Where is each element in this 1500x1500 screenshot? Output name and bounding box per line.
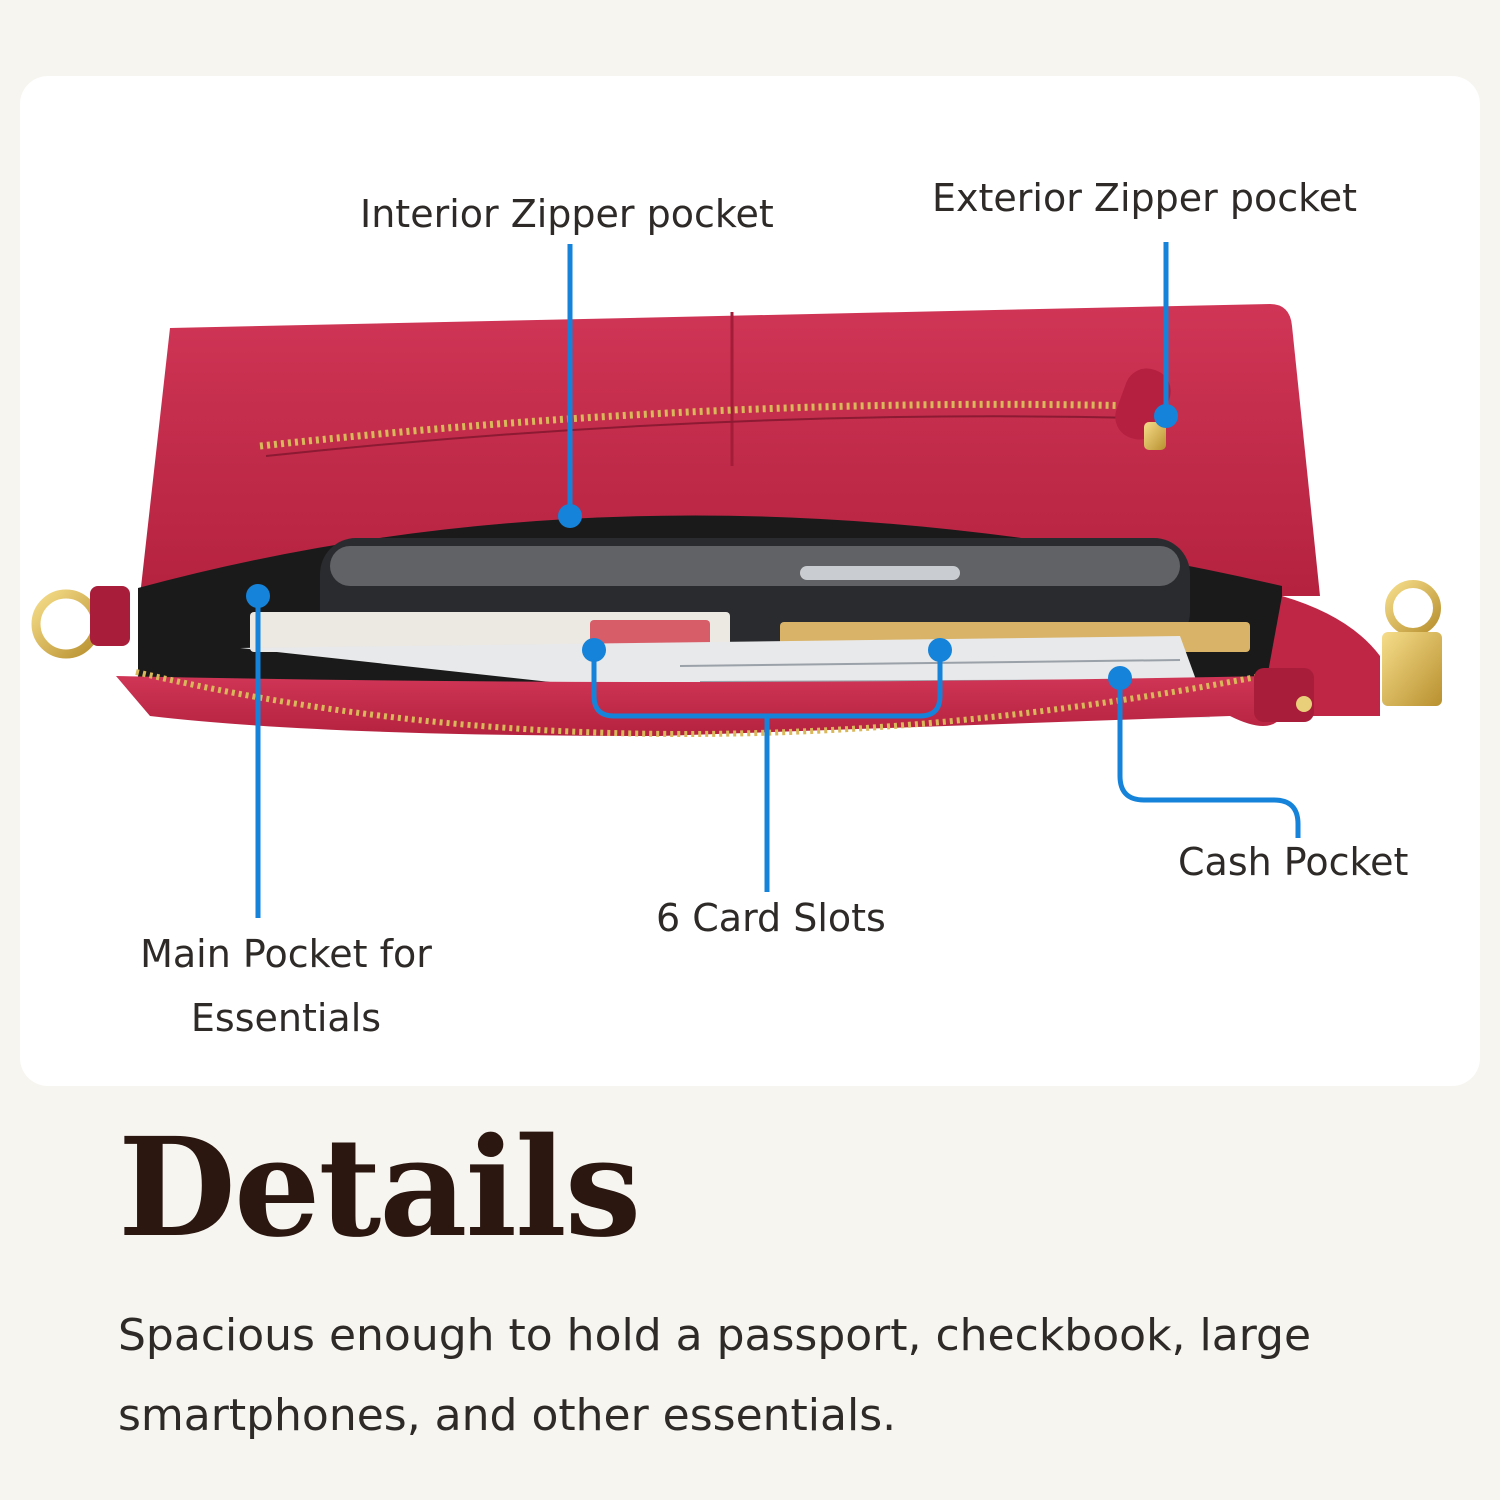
- wristlet-illustration: [31, 242, 1442, 918]
- bag-back-panel: [140, 304, 1320, 596]
- callout-cash-pocket: Cash Pocket: [1178, 840, 1409, 884]
- callout-dot-card-left: [582, 638, 606, 662]
- description-text: Spacious enough to hold a passport, chec…: [118, 1310, 1312, 1441]
- callout-line-cards: [591, 650, 943, 892]
- callout-interior-zipper-pocket: Interior Zipper pocket: [360, 192, 774, 236]
- callout-card-slots: 6 Card Slots: [656, 896, 886, 940]
- callout-lines: [255, 242, 1301, 918]
- callout-dot-card-right: [928, 638, 952, 662]
- exterior-zipper: [259, 400, 1141, 457]
- callout-exterior-zipper-pocket: Exterior Zipper pocket: [932, 176, 1358, 220]
- callout-dot-exterior: [1154, 404, 1178, 428]
- wrist-strap-clasp: [1254, 580, 1442, 722]
- callout-dot-interior: [558, 504, 582, 528]
- product-photo-card: Interior Zipper pocket Exterior Zipper p…: [20, 76, 1480, 1086]
- callout-dots: [246, 404, 1178, 690]
- callout-main-pocket: Main Pocket for Essentials: [140, 932, 432, 1040]
- page-title: Details: [118, 1108, 641, 1268]
- callout-dot-cash: [1108, 666, 1132, 690]
- callout-line-cash: [1117, 678, 1301, 838]
- bag-front-panel: [116, 676, 1282, 736]
- left-d-ring: [31, 586, 130, 659]
- callout-dot-main: [246, 584, 270, 608]
